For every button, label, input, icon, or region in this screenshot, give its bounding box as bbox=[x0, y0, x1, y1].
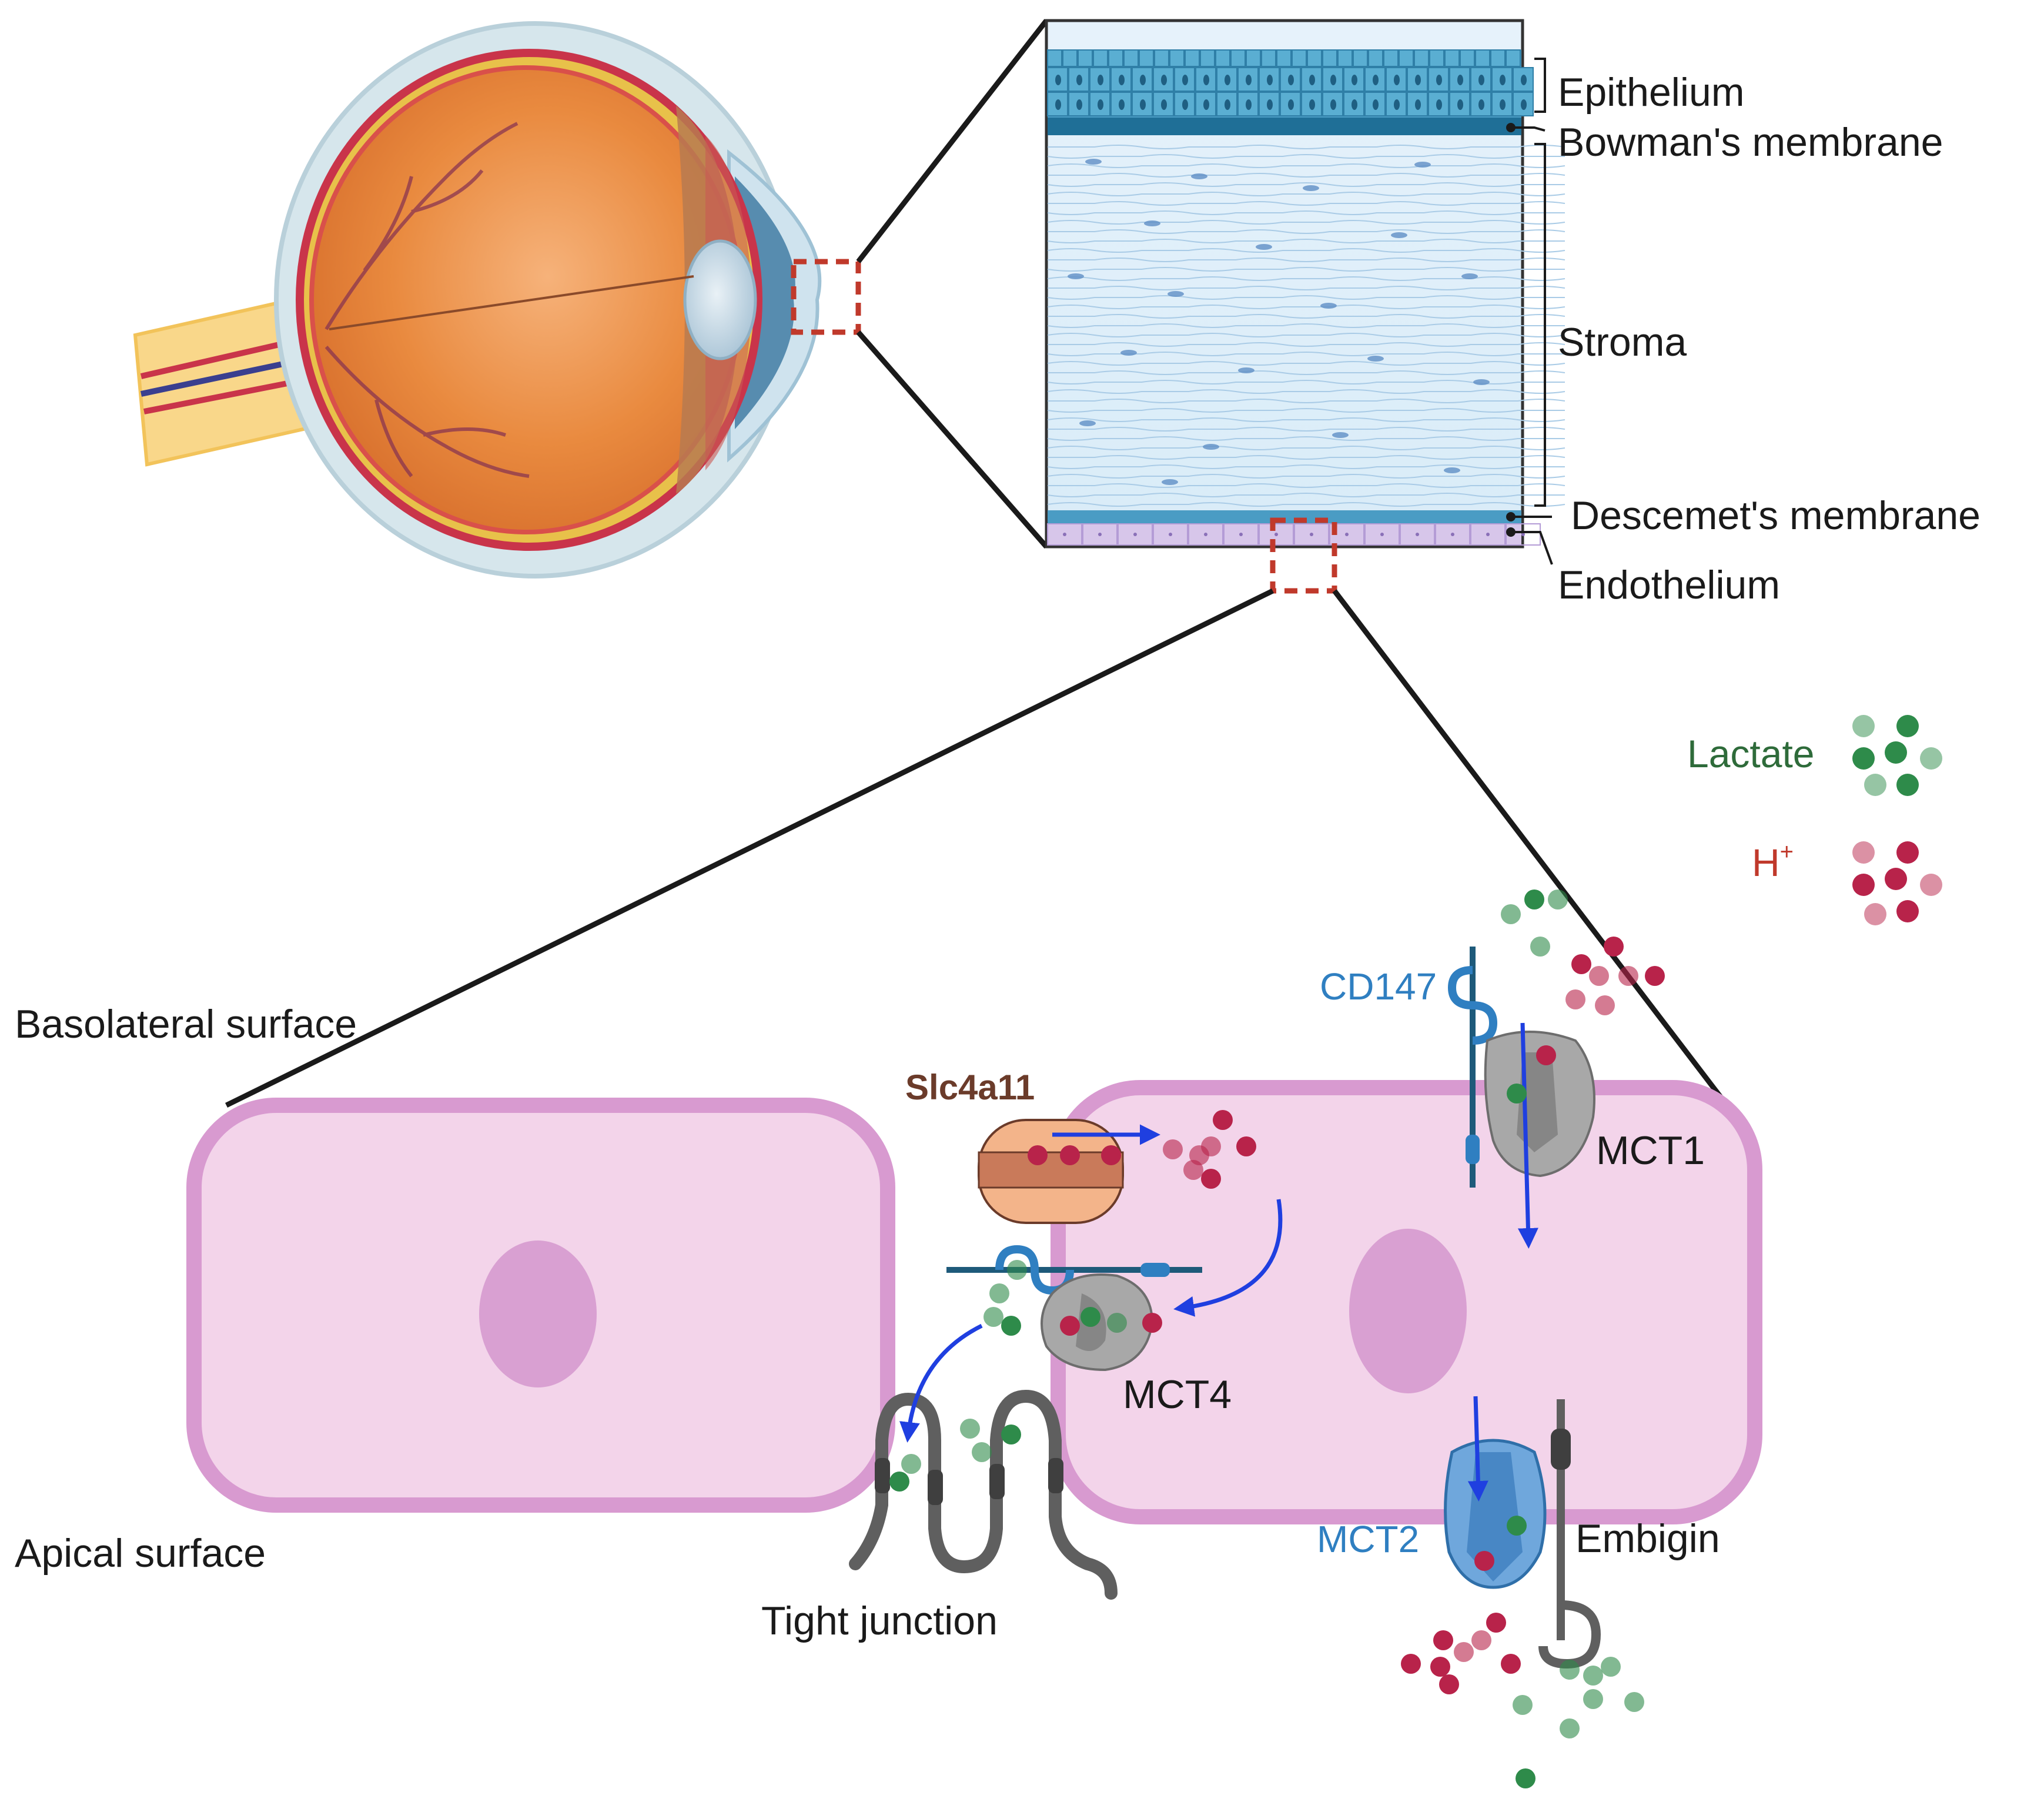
stroma-layer bbox=[1047, 145, 1565, 507]
epithelium-label: Epithelium bbox=[1558, 70, 1745, 115]
tight-junction-label: Tight junction bbox=[761, 1599, 998, 1643]
legend-lactate-label: Lactate bbox=[1687, 732, 1815, 775]
embigin-label: Embigin bbox=[1575, 1516, 1720, 1561]
endothelial-cells bbox=[186, 1080, 1762, 1524]
descemets-membrane-layer bbox=[1048, 510, 1521, 523]
legend-proton-label: H+ bbox=[1752, 839, 1794, 884]
slc4a11-label: Slc4a11 bbox=[905, 1068, 1035, 1107]
epithelium-layer bbox=[1047, 49, 1534, 135]
mct2-label: MCT2 bbox=[1317, 1518, 1419, 1560]
right-cell-nucleus bbox=[1349, 1229, 1467, 1393]
layer-brackets bbox=[1506, 58, 1553, 565]
mct4-label: MCT4 bbox=[1123, 1372, 1232, 1417]
left-cell-nucleus bbox=[479, 1240, 597, 1387]
descemets-membrane-label: Descemet's membrane bbox=[1571, 493, 1981, 538]
bowmans-membrane-label: Bowman's membrane bbox=[1558, 120, 1943, 165]
endothelium-label: Endothelium bbox=[1558, 563, 1780, 607]
mct1-label: MCT1 bbox=[1596, 1128, 1705, 1173]
cd147-label: CD147 bbox=[1320, 965, 1437, 1008]
mct1-complex bbox=[1447, 947, 1595, 1188]
cornea-cross-section bbox=[1045, 19, 1565, 594]
basolateral-surface-label: Basolateral surface bbox=[15, 1002, 357, 1046]
stroma-label: Stroma bbox=[1558, 320, 1687, 365]
transport-arrows bbox=[899, 1022, 1538, 1502]
apical-surface-label: Apical surface bbox=[15, 1531, 266, 1576]
eye-illustration bbox=[133, 21, 861, 579]
legend: Lactate H+ bbox=[1687, 715, 1942, 925]
slc4a11-transporter bbox=[978, 1119, 1124, 1224]
bowmans-membrane-layer bbox=[1048, 118, 1521, 135]
tight-junction bbox=[849, 1389, 1118, 1600]
molecule-particles bbox=[889, 890, 1665, 1788]
endothelium-layer bbox=[1048, 523, 1521, 546]
